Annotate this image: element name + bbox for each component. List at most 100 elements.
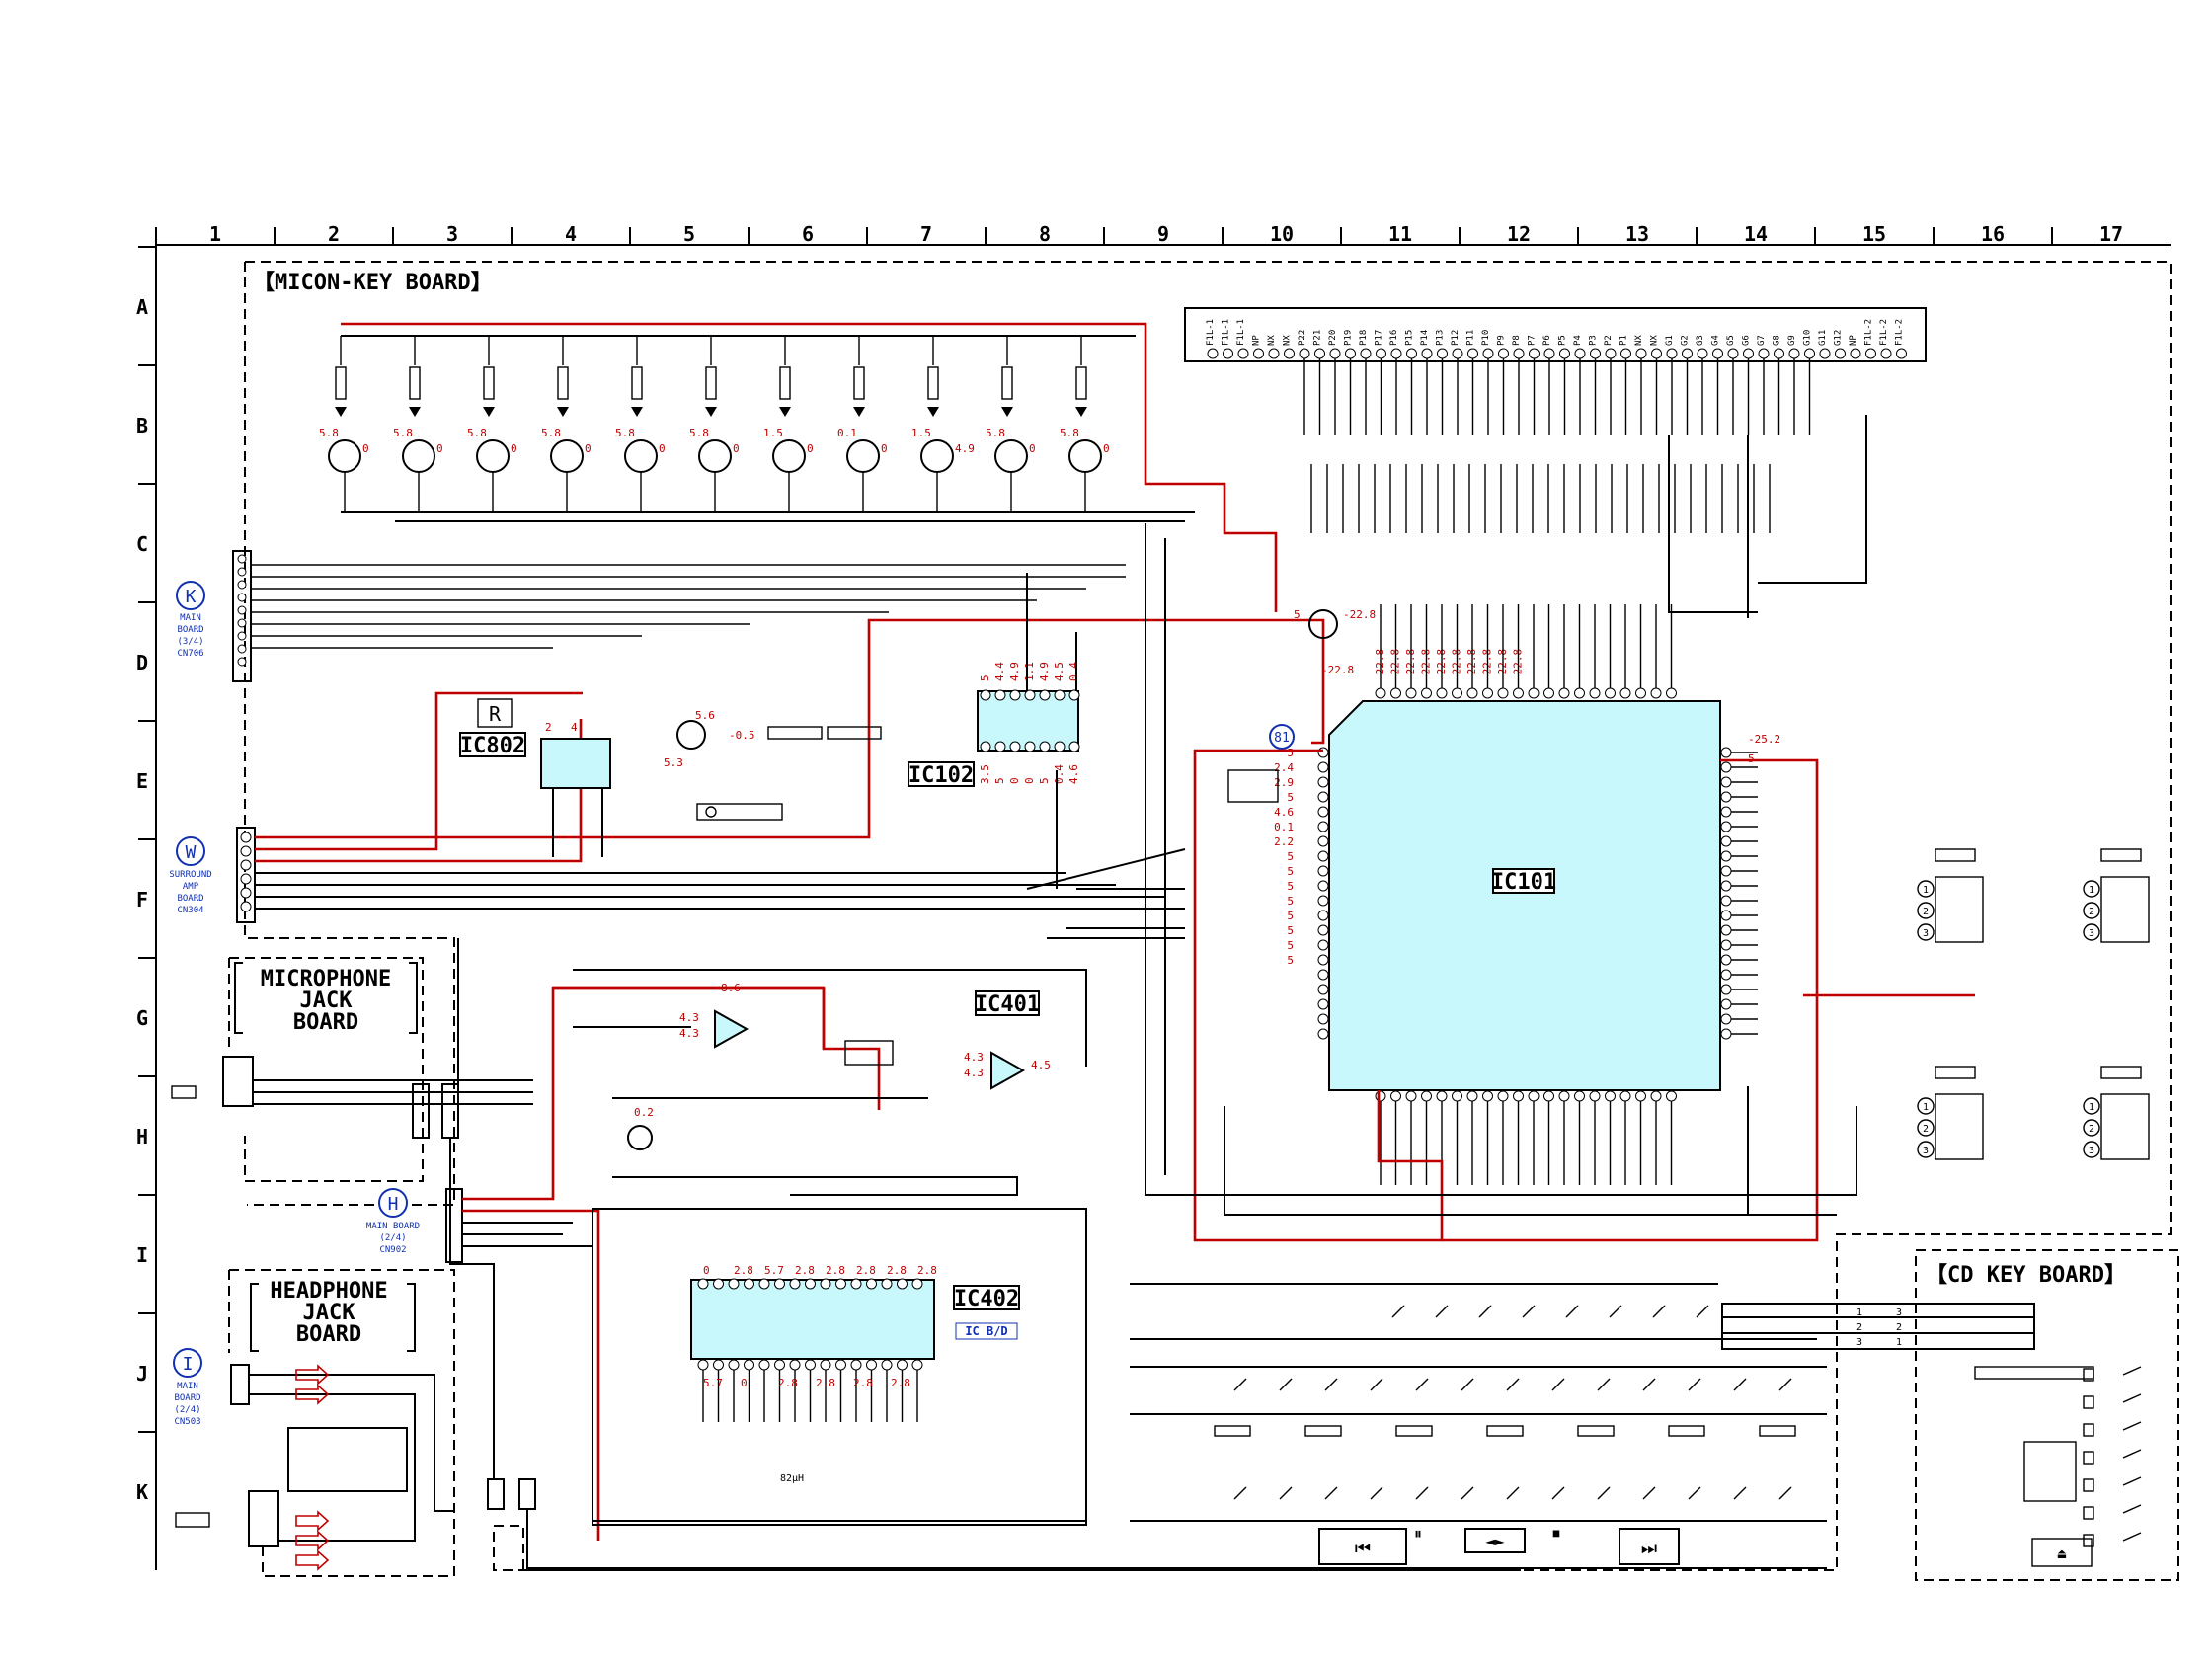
fl-pin [1299,348,1310,359]
fl-pin [1804,348,1815,359]
connector-pin [240,873,252,885]
ic101-pin [1666,1090,1677,1102]
key-switch [1233,1378,1247,1391]
led-icon [335,407,347,417]
key-switch [1415,1486,1429,1500]
fl-pin-label: G4 [1711,335,1721,346]
ic101-pin [1605,687,1616,699]
ic101-pin [1497,1090,1509,1102]
svg-text:CN902: CN902 [379,1245,406,1255]
led-resistor [927,366,939,400]
fl-pin [1819,348,1831,359]
svg-text:1: 1 [1856,1307,1862,1318]
row-label: J [136,1362,148,1386]
key-label-box [1486,1425,1524,1437]
ic402-pin [850,1359,862,1371]
next-icon: ⏭ [1641,1539,1657,1559]
fl-pin-label: P14 [1420,330,1430,346]
fl-pin-label: G7 [1757,335,1767,346]
key-switch [1733,1486,1747,1500]
ic101-left-voltage: 4.6 [1274,806,1294,819]
k-bus-lines [251,564,1126,649]
key-switch-matrix: ⏮ ⏸ ◄► ⏹ ⏭ [1130,1283,1827,1565]
ic101-left-voltage: 0.1 [1274,821,1294,833]
svg-text:H: H [388,1194,399,1215]
connector-pin [240,901,252,912]
led-icon [705,407,717,417]
ic101-pin [1497,687,1509,699]
led-voltage: 1.5 [911,427,931,439]
fl-pin-label: G8 [1773,335,1782,346]
cd-key-cap [2083,1423,2094,1437]
svg-text:2: 2 [1856,1322,1862,1333]
ic402-pin [820,1359,831,1371]
led-icon [927,407,939,417]
led-driver-bank: 5.805.805.805.805.805.801.500.101.54.95.… [319,322,1278,612]
svg-text:-0.5: -0.5 [729,729,755,742]
switch-label-box [1935,1066,1976,1079]
ic101-pin [1513,687,1524,699]
ic101-pin [1317,924,1329,936]
fl-pin-label: G2 [1681,335,1691,346]
led-resistor [335,366,347,400]
connector-pin [237,644,247,654]
fl-pin [1421,348,1433,359]
fl-pin-label: G5 [1726,335,1736,346]
row-label: F [136,888,148,911]
ic101-pin [1436,687,1448,699]
column-label: 13 [1625,222,1649,246]
fl-pin [1590,348,1601,359]
fl-pin [1223,348,1233,359]
ic101-left-voltage: 5 [1287,895,1294,908]
svg-text:2: 2 [545,721,552,734]
ic402-top-voltage: 2.8 [826,1264,845,1277]
fl-pin-label: P15 [1405,330,1415,346]
svg-text:1: 1 [1896,1337,1902,1348]
connector-pin [237,554,247,564]
svg-text:5.6: 5.6 [695,709,715,722]
ic101-pin [1558,1090,1570,1102]
cd-key-cap [2083,1506,2094,1520]
fl-pin [1896,348,1907,359]
switch-terminal [2083,880,2100,898]
fl-pin [1605,348,1617,359]
fl-pin [1467,348,1478,359]
ic402-bottom-voltage: 2.8 [778,1377,798,1389]
ic102-pin [1054,689,1066,701]
fl-pin-label: P21 [1313,330,1323,346]
led-voltage: 5.8 [615,427,635,439]
ic402-top-voltage: 2.8 [856,1264,876,1277]
switch-body [2100,1093,2150,1160]
column-label: 10 [1270,222,1294,246]
row-label: A [136,295,148,319]
ic102-top-voltage: 0.4 [1067,662,1080,681]
pause-icon: ⏸ [1414,1524,1422,1543]
mid-connectors [412,938,1827,1569]
ic101-pin [1589,687,1601,699]
ic101-pin [1720,880,1732,892]
ic402-pin [789,1278,801,1290]
switch-label-box [2100,1066,2142,1079]
fl-pin [1376,348,1386,359]
fl-pin [1345,348,1356,359]
led-icon [631,407,643,417]
ic102-pin [1009,689,1021,701]
fl-pin [1651,348,1662,359]
ic101-pin [1720,939,1732,951]
fl-pin-label: P18 [1359,330,1369,346]
column-label: 15 [1862,222,1886,246]
led-transistor [402,439,435,473]
svg-text:IC B/D: IC B/D [965,1324,1007,1338]
row-label: G [136,1006,148,1030]
ic102-top-voltage: 5 [979,674,991,681]
key-switch [1324,1486,1338,1500]
power-transistor: 5.6 -0.5 5.3 [664,709,882,821]
column-label: 16 [1981,222,2005,246]
svg-text:4.3: 4.3 [964,1067,984,1079]
svg-text:BOARD: BOARD [177,894,203,904]
ic101-pin [1720,791,1732,803]
switch-body [1935,876,1984,943]
switch-terminal [1917,880,1935,898]
svg-text:IC402: IC402 [954,1287,1019,1311]
switch-terminal [1917,902,1935,919]
